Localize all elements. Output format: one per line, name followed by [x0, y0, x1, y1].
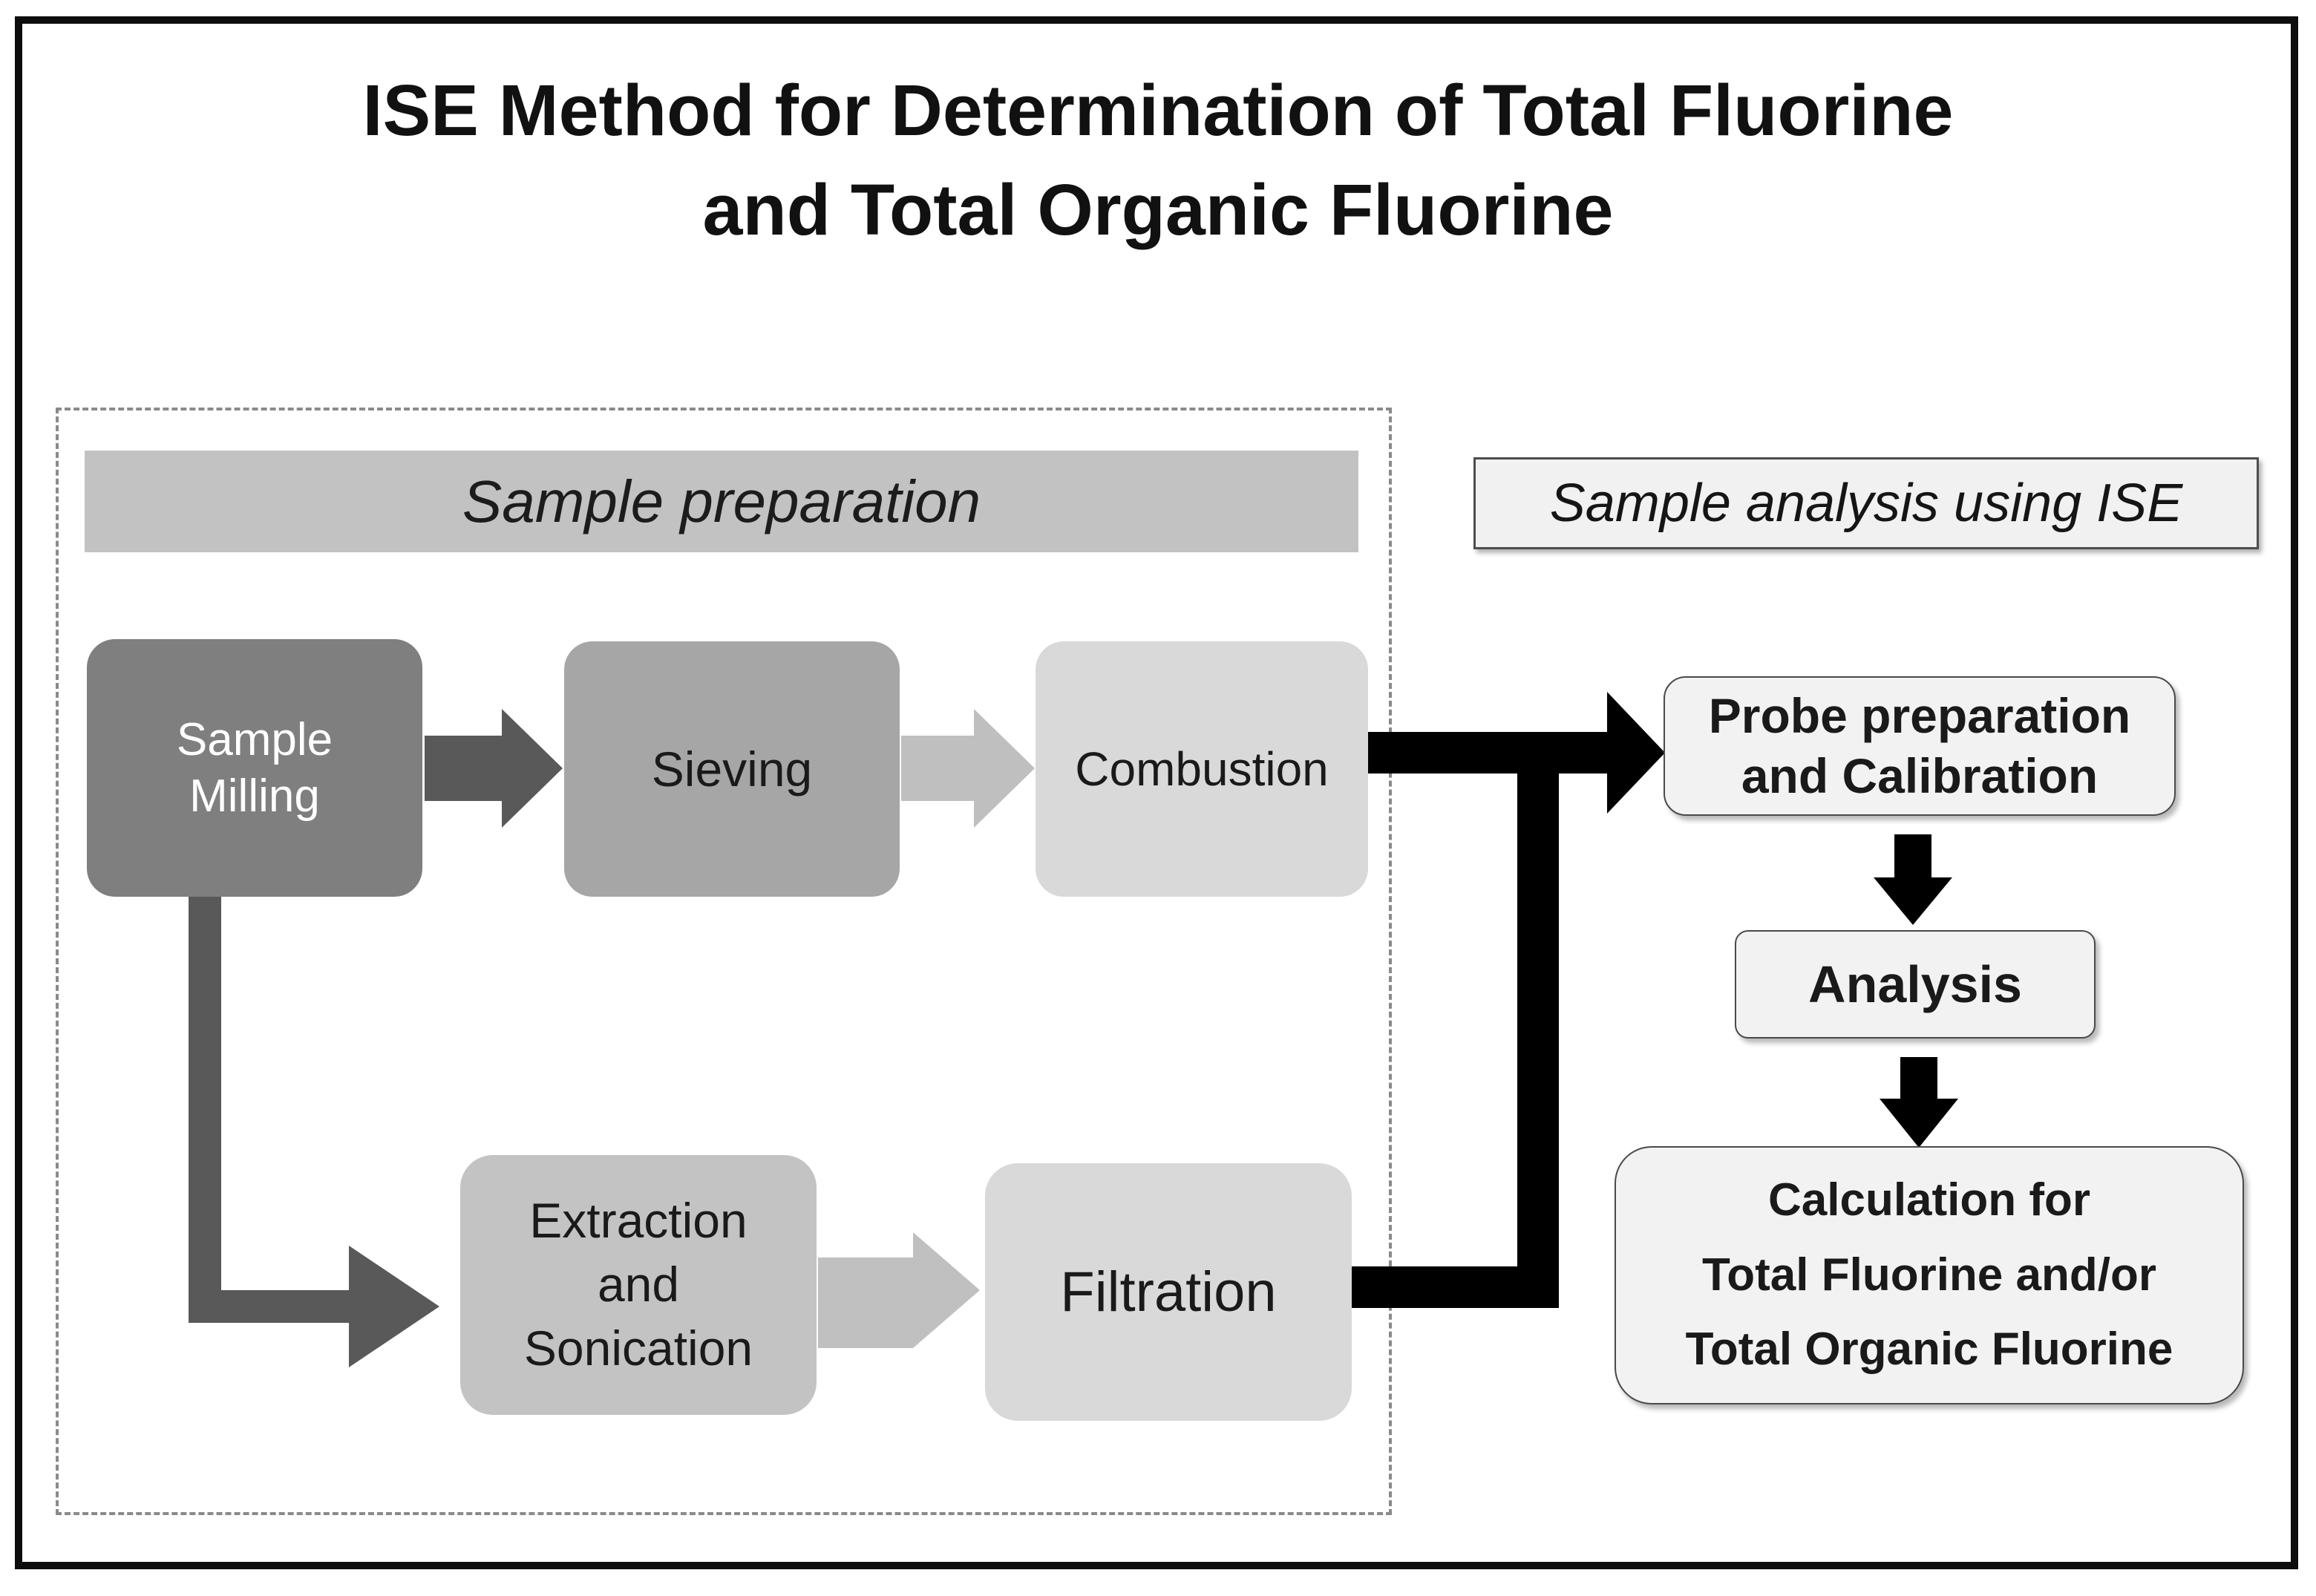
step-analysis-label: Analysis [1808, 955, 2022, 1013]
step-combustion-label: Combustion [1075, 742, 1329, 796]
arrow-milling-to-sieving [425, 709, 563, 828]
sample-analysis-header: Sample analysis using ISE [1473, 457, 2259, 549]
step-filtration: Filtration [985, 1163, 1352, 1421]
step-extraction-line-2: and [597, 1257, 680, 1312]
step-sieving: Sieving [564, 641, 900, 897]
connector-filtration-horizontal [1351, 1266, 1559, 1308]
step-calculation-line-3: Total Organic Fluorine [1685, 1324, 2173, 1376]
step-calculation: Calculation for Total Fluorine and/or To… [1615, 1146, 2244, 1404]
step-calculation-line-1: Calculation for [1767, 1174, 2091, 1226]
sample-preparation-group-outline [56, 408, 1392, 1515]
elbow-milling-arrowhead [349, 1246, 439, 1367]
connector-merge-vertical [1517, 732, 1559, 1308]
arrow-sieving-to-combustion [901, 709, 1035, 828]
arrow-analysis-to-calculation-shaft [1900, 1057, 1937, 1099]
step-probe-line-1: Probe preparation [1708, 688, 2131, 744]
step-filtration-label: Filtration [1060, 1260, 1277, 1324]
connector-merge-arrowhead [1607, 692, 1665, 814]
step-extraction-line-3: Sonication [523, 1320, 753, 1376]
sample-preparation-header: Sample preparation [85, 451, 1358, 552]
arrow-analysis-to-calculation-head [1880, 1099, 1958, 1148]
sample-analysis-header-label: Sample analysis using ISE [1549, 474, 2183, 533]
outer-border [15, 16, 2298, 1569]
step-sample-milling-line-1: Sample [176, 713, 333, 765]
connector-combustion-horizontal [1366, 732, 1611, 774]
step-sample-milling-line-2: Milling [189, 770, 320, 822]
step-probe-line-2: and Calibration [1741, 748, 2099, 803]
title-line-2: and Total Organic Fluorine [702, 169, 1614, 250]
step-combustion: Combustion [1036, 641, 1368, 897]
arrow-probe-to-analysis-shaft [1894, 834, 1931, 877]
step-extraction-line-1: Extraction [529, 1193, 748, 1249]
step-probe-preparation-calibration: Probe preparation and Calibration [1664, 676, 2176, 816]
elbow-milling-vertical-segment [189, 897, 221, 1323]
elbow-milling-horizontal-segment [189, 1290, 349, 1323]
step-sample-milling: Sample Milling [87, 639, 422, 897]
step-extraction-sonication: Extraction and Sonication [460, 1155, 817, 1415]
sample-preparation-header-label: Sample preparation [462, 468, 981, 534]
title-line-1: ISE Method for Determination of Total Fl… [362, 70, 1954, 151]
diagram-title: ISE Method for Determination of Total Fl… [0, 61, 2316, 260]
step-analysis: Analysis [1735, 930, 2096, 1039]
arrow-probe-to-analysis-head [1874, 877, 1952, 925]
arrow-extraction-to-filtration [818, 1232, 980, 1348]
step-calculation-line-2: Total Fluorine and/or [1702, 1249, 2156, 1301]
step-sieving-label: Sieving [651, 742, 813, 797]
